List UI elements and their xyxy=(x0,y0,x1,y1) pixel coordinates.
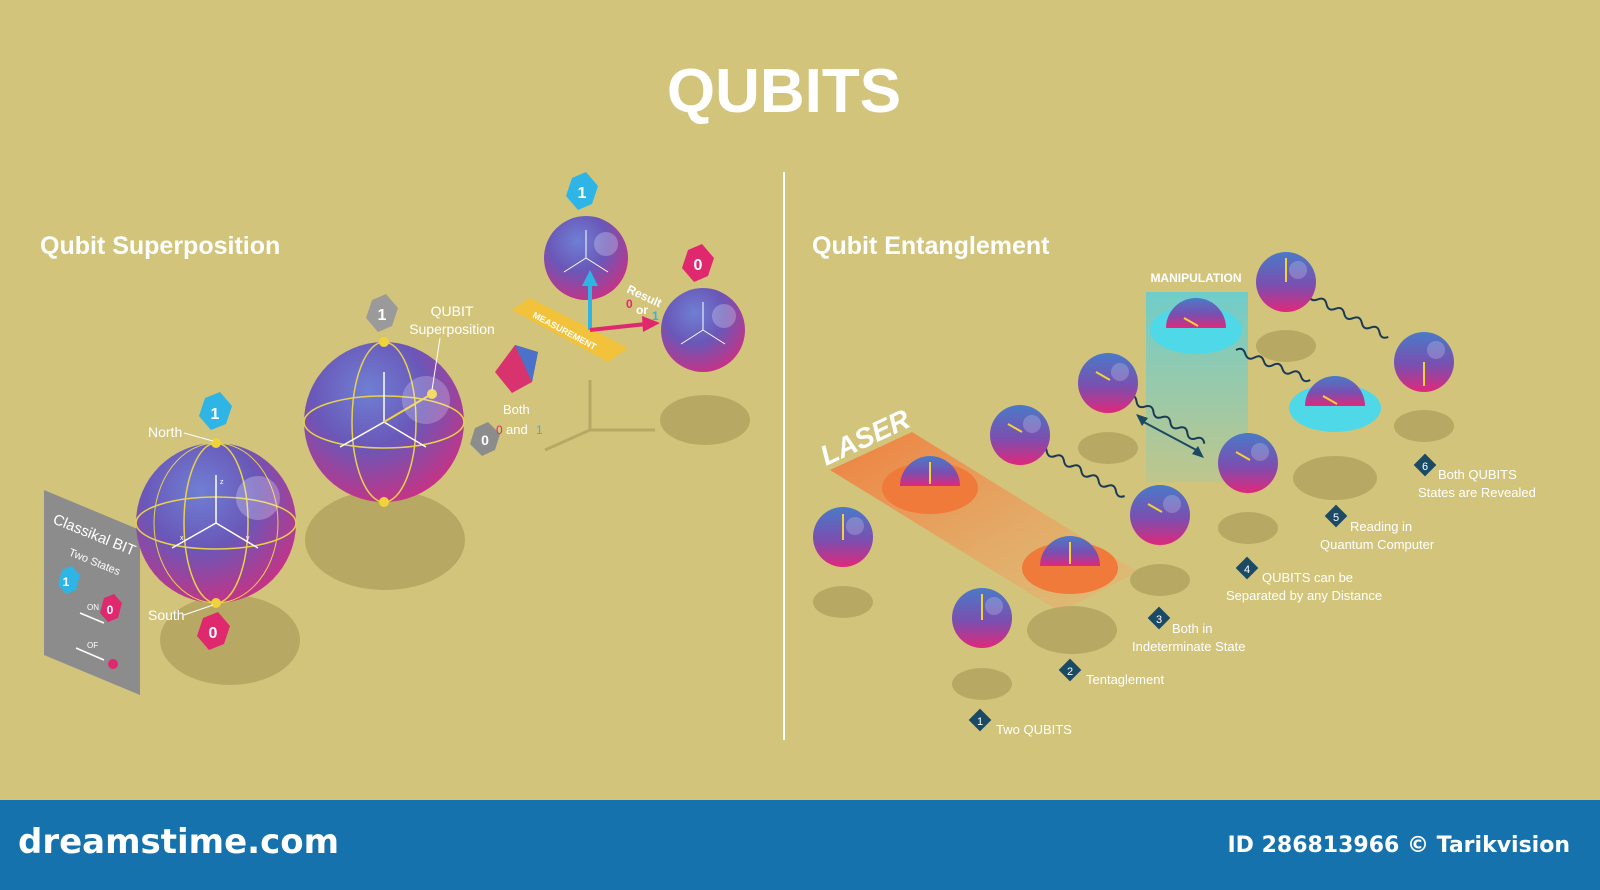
manipulation-label: MANIPULATION xyxy=(1150,271,1241,285)
svg-text:5: 5 xyxy=(1333,512,1339,524)
svg-text:Both in: Both in xyxy=(1172,621,1212,636)
svg-text:0: 0 xyxy=(694,257,703,274)
entanglement-link xyxy=(1037,444,1125,498)
footer-credit: ID 286813966 © Tarikvision xyxy=(1227,833,1570,858)
result-sphere-one xyxy=(544,216,628,300)
state-zero-hex-grey xyxy=(470,422,500,456)
svg-text:1: 1 xyxy=(977,716,983,728)
svg-text:Quantum Computer: Quantum Computer xyxy=(1320,537,1435,552)
qubit-sphere xyxy=(1078,353,1138,413)
bit-on-label: ON xyxy=(87,603,99,612)
svg-text:Two QUBITS: Two QUBITS xyxy=(996,722,1072,737)
svg-text:1: 1 xyxy=(652,309,659,323)
svg-text:0: 0 xyxy=(481,432,489,448)
qubit-sphere xyxy=(1256,252,1316,312)
distance-arrow xyxy=(1139,419,1201,453)
svg-text:0: 0 xyxy=(209,625,218,642)
svg-text:Tentaglement: Tentaglement xyxy=(1086,672,1164,687)
step-1: 1 Two QUBITS xyxy=(968,708,1072,737)
bit-off-label: OF xyxy=(87,641,98,650)
svg-text:3: 3 xyxy=(1156,614,1162,626)
measurement-plate xyxy=(512,298,628,362)
bloch-sphere-superposition xyxy=(303,337,465,507)
qubit-sphere xyxy=(1040,536,1100,566)
bit-zero-hex xyxy=(100,594,122,622)
state-one-hex-grey xyxy=(366,294,398,332)
svg-text:2: 2 xyxy=(1067,666,1073,678)
bit-one-hex xyxy=(58,566,80,594)
entanglement-link xyxy=(1235,347,1311,383)
svg-text:Reading in: Reading in xyxy=(1350,519,1412,534)
both-and-label: and xyxy=(506,422,528,437)
svg-text:4: 4 xyxy=(1244,564,1250,576)
page-title: QUBITS xyxy=(667,57,901,126)
superposition-label: Superposition xyxy=(409,321,495,337)
svg-text:1: 1 xyxy=(63,575,70,589)
qubit-sphere xyxy=(990,405,1050,465)
step-3: 3 Both in Indeterminate State xyxy=(1132,606,1245,654)
step-5: 5 Reading in Quantum Computer xyxy=(1320,504,1435,552)
both-label: Both xyxy=(503,402,530,417)
footer-logo: dreamstime.com xyxy=(18,822,340,862)
svg-text:1: 1 xyxy=(211,406,220,423)
watermark-footer xyxy=(0,800,1600,890)
qubit-sphere xyxy=(813,507,873,567)
qubit-sphere xyxy=(1166,298,1226,328)
sphere-shadow xyxy=(660,395,750,445)
step-4: 4 QUBITS can be Separated by any Distanc… xyxy=(1226,556,1382,603)
qubit-sphere xyxy=(900,456,960,486)
classical-bit-board: Classikal BIT Two States 1 ON 0 OF xyxy=(44,490,140,695)
qubits-diagram: QUBITS Qubit Superposition Classikal BIT… xyxy=(40,57,1536,740)
svg-text:1: 1 xyxy=(378,307,387,324)
superposition-heading: Qubit Superposition xyxy=(40,232,280,260)
entanglement-heading: Qubit Entanglement xyxy=(812,232,1050,260)
result-zero-hex xyxy=(682,244,714,282)
result-or-label: or xyxy=(636,303,648,317)
qubit-sphere xyxy=(1130,485,1190,545)
svg-text:Separated by any Distance: Separated by any Distance xyxy=(1226,588,1382,603)
svg-text:0: 0 xyxy=(626,297,633,311)
result-one-hex xyxy=(566,172,598,210)
svg-text:0: 0 xyxy=(107,603,114,617)
sphere-shadow xyxy=(305,490,465,590)
svg-text:y: y xyxy=(246,535,250,542)
svg-text:z: z xyxy=(220,479,224,486)
svg-text:x: x xyxy=(180,535,184,542)
step-2: 2 Tentaglement xyxy=(1058,658,1164,687)
north-label: North xyxy=(148,424,182,440)
entanglement-link xyxy=(1127,394,1206,444)
bloch-sphere-north-south: z x y xyxy=(135,438,297,608)
result-sphere-zero xyxy=(661,288,745,372)
south-label: South xyxy=(148,607,185,623)
state-zero-hex xyxy=(197,612,230,650)
qubit-sphere xyxy=(1218,433,1278,493)
qubit-sphere xyxy=(1394,332,1454,392)
svg-text:QUBITS can be: QUBITS can be xyxy=(1262,570,1353,585)
svg-text:Both QUBITS: Both QUBITS xyxy=(1438,467,1517,482)
svg-text:Indeterminate State: Indeterminate State xyxy=(1132,639,1245,654)
qubit-label: QUBIT xyxy=(431,303,474,319)
svg-text:0: 0 xyxy=(496,423,503,437)
state-one-hex xyxy=(199,392,232,430)
entanglement-link xyxy=(1299,288,1389,339)
step-6: 6 Both QUBITS States are Revealed xyxy=(1413,453,1536,500)
qubit-sphere xyxy=(1305,376,1365,406)
sphere-shadow xyxy=(160,595,300,685)
svg-text:1: 1 xyxy=(578,185,587,202)
svg-text:1: 1 xyxy=(536,423,543,437)
svg-text:6: 6 xyxy=(1422,461,1428,473)
qubit-sphere xyxy=(952,588,1012,648)
svg-text:States are Revealed: States are Revealed xyxy=(1418,485,1536,500)
